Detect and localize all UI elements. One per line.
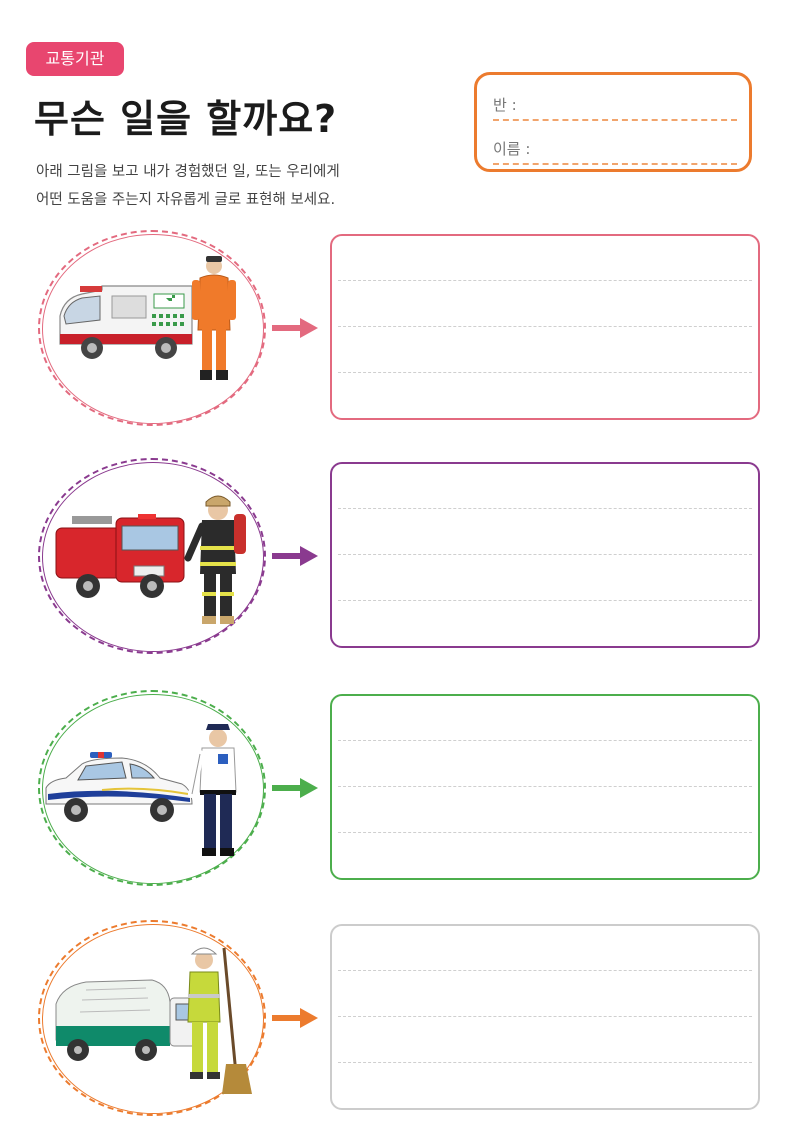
- class-field[interactable]: 반 :: [493, 91, 737, 121]
- write-line: [338, 740, 752, 741]
- write-line: [338, 786, 752, 787]
- circle-inner: [42, 234, 264, 424]
- class-label: 반 :: [493, 96, 517, 114]
- instruction-line-1: 아래 그림을 보고 내가 경험했던 일, 또는 우리에게: [36, 164, 340, 180]
- row-ambulance: [0, 230, 800, 430]
- circle-outer: [38, 458, 266, 654]
- category-tag: 교통기관: [26, 42, 124, 76]
- instructions: 아래 그림을 보고 내가 경험했던 일, 또는 우리에게 어떤 도움을 주는지 …: [36, 158, 340, 214]
- row-fire-truck: [0, 458, 800, 658]
- write-line: [338, 1016, 752, 1017]
- arrow-right-icon: [272, 778, 318, 798]
- writing-area[interactable]: [330, 924, 760, 1110]
- policecar-officer-illustration: [45, 724, 237, 856]
- instruction-line-2: 어떤 도움을 주는지 자유롭게 글로 표현해 보세요.: [36, 192, 336, 208]
- writing-area[interactable]: [330, 462, 760, 648]
- write-line: [338, 372, 752, 373]
- garbagetruck-cleaner-illustration: [55, 947, 252, 1094]
- fire-truck-icon: [55, 514, 185, 598]
- writing-area[interactable]: [330, 694, 760, 880]
- circle-inner: [42, 694, 264, 884]
- circle-inner: [42, 924, 264, 1114]
- name-box: 반 : 이름 :: [474, 72, 752, 172]
- police-officer-icon: [188, 724, 237, 856]
- firefighter-icon: [184, 495, 246, 624]
- ambulance-icon: [59, 285, 193, 359]
- write-line: [338, 1062, 752, 1063]
- page-title: 무슨 일을 할까요?: [34, 97, 338, 141]
- write-line: [338, 970, 752, 971]
- circle-outer: [38, 690, 266, 886]
- ambulance-paramedic-illustration: [59, 256, 236, 380]
- write-line: [338, 508, 752, 509]
- paramedic-icon: [192, 256, 236, 380]
- name-label: 이름 :: [493, 140, 531, 158]
- police-car-icon: [45, 752, 193, 822]
- circle-outer: [38, 920, 266, 1116]
- row-garbage-truck: [0, 920, 800, 1120]
- name-field[interactable]: 이름 :: [493, 135, 737, 165]
- arrow-right-icon: [272, 318, 318, 338]
- writing-area[interactable]: [330, 234, 760, 420]
- write-line: [338, 832, 752, 833]
- write-line: [338, 280, 752, 281]
- write-line: [338, 600, 752, 601]
- arrow-right-icon: [272, 546, 318, 566]
- row-police-car: [0, 690, 800, 890]
- write-line: [338, 326, 752, 327]
- arrow-right-icon: [272, 1008, 318, 1028]
- firetruck-firefighter-illustration: [55, 495, 246, 624]
- circle-outer: [38, 230, 266, 426]
- street-cleaner-icon: [187, 947, 252, 1094]
- garbage-truck-icon: [55, 979, 203, 1061]
- write-line: [338, 554, 752, 555]
- circle-inner: [42, 462, 264, 652]
